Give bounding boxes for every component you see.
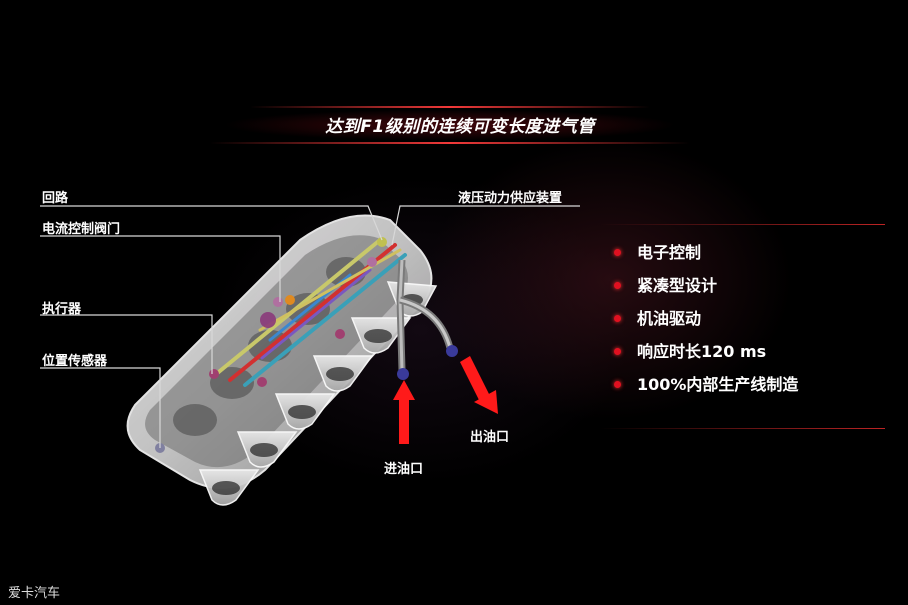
- label-loop: 回路: [42, 191, 69, 206]
- title-bottom-line: [210, 142, 690, 144]
- feature-list: 电子控制 紧凑型设计 机油驱动 响应时长120 ms 100%内部生产线制造: [612, 242, 798, 407]
- feature-item: 紧凑型设计: [612, 275, 798, 308]
- feature-item: 机油驱动: [612, 308, 798, 341]
- bullet-dot-icon: [614, 348, 621, 355]
- feature-item: 100%内部生产线制造: [612, 374, 798, 407]
- bullet-dot-icon: [614, 315, 621, 322]
- title-band: [150, 104, 750, 146]
- bullet-dot-icon: [614, 381, 621, 388]
- hydraulic-lines: [213, 238, 407, 387]
- bullet-dot-icon: [614, 282, 621, 289]
- label-inlet: 进油口: [384, 462, 424, 477]
- slide-title: 达到F1级别的连续可变长度进气管: [325, 117, 595, 137]
- leader-lines: [40, 205, 580, 448]
- label-outlet: 出油口: [470, 430, 510, 445]
- feature-item: 电子控制: [612, 242, 798, 275]
- oil-tube: [396, 259, 458, 380]
- label-hydraulic: 液压动力供应装置: [458, 191, 563, 206]
- features-top-line: [600, 224, 885, 225]
- features-bottom-line: [600, 428, 885, 429]
- outlet-arrow: [460, 356, 498, 414]
- bullet-dot-icon: [614, 249, 621, 256]
- label-sensor: 位置传感器: [42, 354, 108, 369]
- watermark: 爱卡汽车: [8, 586, 61, 601]
- label-actuator: 执行器: [42, 302, 82, 317]
- inlet-arrow: [393, 380, 415, 444]
- label-valve: 电流控制阀门: [42, 222, 121, 237]
- title-top-line: [250, 106, 650, 108]
- feature-item: 响应时长120 ms: [612, 341, 798, 374]
